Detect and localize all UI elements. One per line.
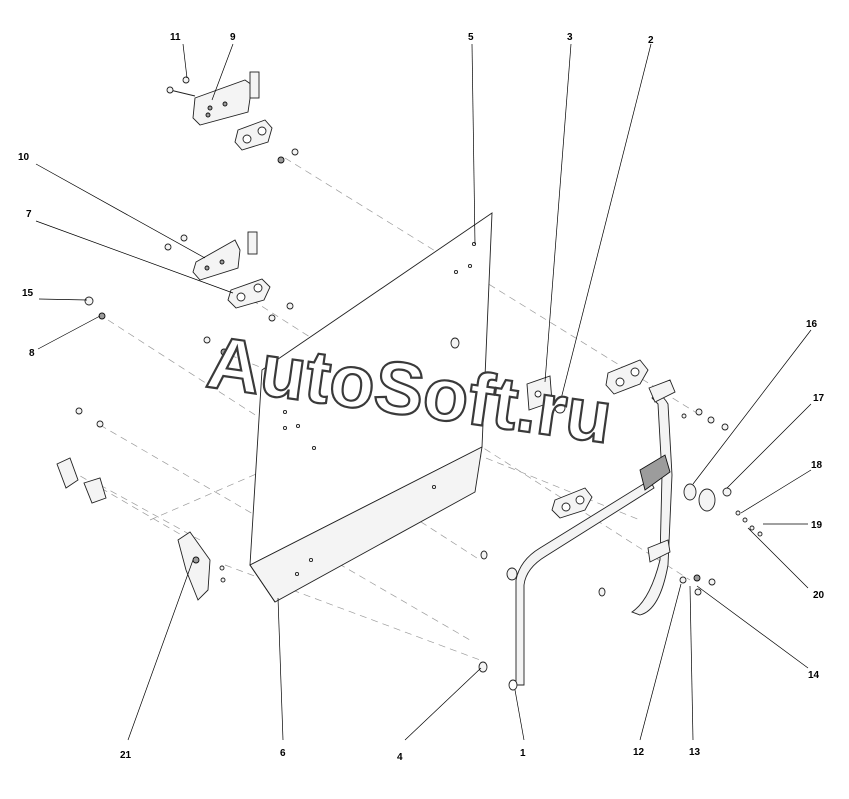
- callout-labels: 11 9 5 3 2 10 7 15 8 16 17 18 19 20 14 2…: [18, 32, 825, 763]
- spacer-plates: [234, 119, 299, 164]
- lamp-assembly-part-16: [639, 454, 763, 537]
- callout-5: 5: [468, 32, 474, 43]
- mounting-plates: [478, 359, 649, 673]
- callout-7: 7: [26, 209, 32, 220]
- fasteners-part-12: [679, 408, 729, 596]
- callout-2: 2: [648, 35, 654, 46]
- callout-4: 4: [397, 752, 403, 763]
- upper-hinge-part-9: [166, 71, 260, 126]
- callout-17: 17: [813, 393, 825, 404]
- callout-20: 20: [813, 590, 825, 601]
- callout-3: 3: [567, 32, 573, 43]
- tube-frame-part-1: [506, 379, 676, 691]
- callout-21: 21: [120, 750, 132, 761]
- bracket-part-3: [526, 375, 566, 414]
- callout-10: 10: [18, 152, 30, 163]
- callout-6: 6: [280, 748, 286, 759]
- callout-12: 12: [633, 747, 645, 758]
- callout-19: 19: [811, 520, 823, 531]
- latch-part-21: [56, 457, 226, 601]
- callout-16: 16: [806, 319, 818, 330]
- callout-11: 11: [170, 32, 181, 43]
- panel-part-5: [249, 212, 493, 603]
- bumper-part-15: [75, 296, 106, 428]
- callout-8: 8: [29, 348, 35, 359]
- lower-hinge-part-10: [164, 231, 294, 356]
- callout-9: 9: [230, 32, 236, 43]
- callout-13: 13: [689, 747, 701, 758]
- callout-15: 15: [22, 288, 34, 299]
- callout-14: 14: [808, 670, 820, 681]
- callout-1: 1: [520, 748, 526, 759]
- leader-lines: [35, 43, 812, 741]
- callout-18: 18: [811, 460, 823, 471]
